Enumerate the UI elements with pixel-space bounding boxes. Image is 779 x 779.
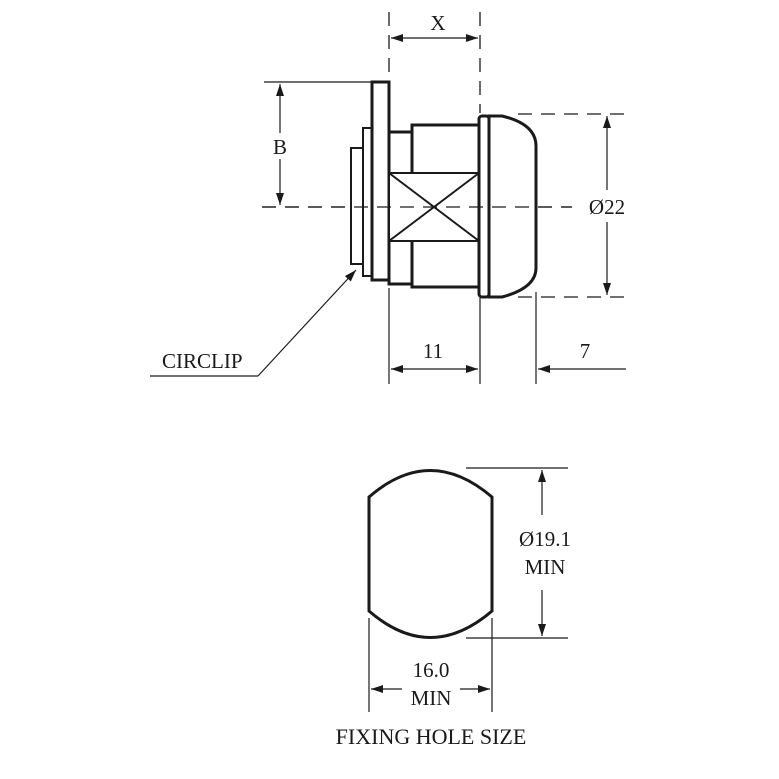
dimension-b-label: B	[273, 135, 287, 159]
hole-width-min-label: MIN	[411, 686, 452, 710]
circlip-leader	[257, 269, 357, 377]
dimension-b: B	[268, 84, 292, 205]
dimension-dia22: Ø22	[589, 116, 625, 295]
front-head-dome	[487, 114, 538, 299]
dimension-7: 7	[535, 292, 626, 384]
rear-plunger	[350, 147, 364, 265]
circlip-callout: CIRCLIP	[150, 269, 357, 377]
dimension-dia22-label: Ø22	[589, 195, 625, 219]
hole-width-label: 16.0	[413, 658, 450, 682]
mounting-plate	[370, 80, 391, 282]
dimension-11: 11	[388, 288, 481, 384]
hole-dia-min-label: MIN	[525, 555, 566, 579]
dimension-7-label: 7	[580, 339, 591, 363]
dimension-b-label-bg	[268, 133, 292, 159]
circlip-label: CIRCLIP	[162, 349, 243, 373]
dimension-x-label: X	[430, 11, 445, 35]
hole-dia-label: Ø19.1	[519, 527, 571, 551]
dimension-x: X	[391, 11, 478, 42]
dimension-11-label: 11	[423, 339, 443, 363]
fixing-hole-outline	[367, 469, 494, 639]
fixing-hole-view: Ø19.1 MIN 16.0 MIN FIXING HOLE SIZE	[336, 467, 571, 749]
fixing-hole-caption: FIXING HOLE SIZE	[336, 724, 527, 749]
lock-side-view	[262, 12, 626, 299]
